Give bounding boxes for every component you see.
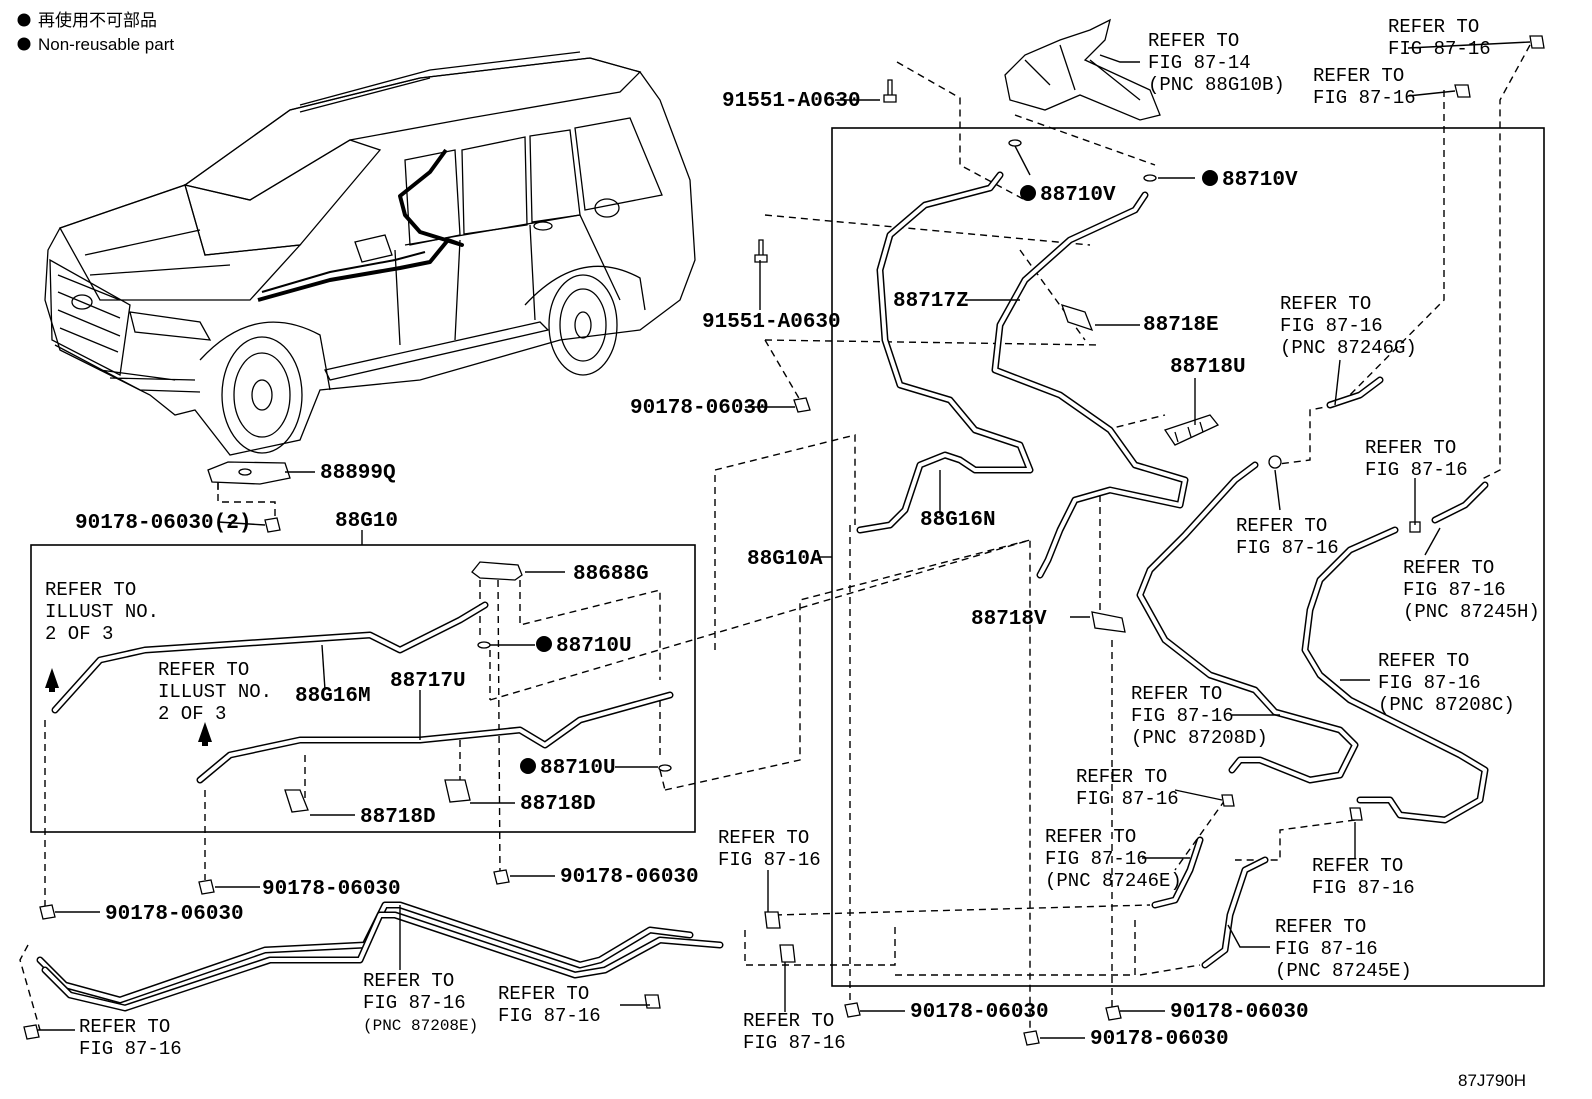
reference-label-line: FIG 87-14 — [1148, 52, 1251, 74]
reference-label-line: FIG 87-16 — [1275, 938, 1378, 960]
reference-label-line: (PNC 87246G) — [1280, 337, 1417, 359]
reference-label-line: REFER TO — [45, 579, 136, 601]
dashed-leaders — [19, 44, 1531, 1031]
reference-label-line: REFER TO — [1236, 515, 1327, 537]
part-number-label: 88710V — [1222, 169, 1298, 192]
part-number-label: 88899Q — [320, 462, 396, 485]
part-number-label: 88G10 — [335, 510, 398, 533]
reference-label-line: FIG 87-16 — [1403, 579, 1506, 601]
reference-label-line: FIG 87-16 — [1378, 672, 1481, 694]
reference-label-line: FIG 87-16 — [1045, 848, 1148, 870]
reference-label-line: FIG 87-16 — [79, 1038, 182, 1060]
non-reusable-bullet-icon — [520, 758, 536, 774]
legend: 再使用不可部品 Non-reusable part — [17, 10, 174, 54]
part-number-label: 90178-06030(2) — [75, 512, 251, 535]
non-reusable-bullet-icon — [1020, 185, 1036, 201]
reference-label-line: REFER TO — [79, 1016, 170, 1038]
part-number-label: 88G16M — [295, 685, 371, 708]
reference-label-line: (PNC 87245H) — [1403, 601, 1540, 623]
part-number-label: 90178-06030 — [262, 878, 401, 901]
components — [23, 18, 1545, 1046]
reference-label-line: FIG 87-16 — [1131, 705, 1234, 727]
reference-label-line: REFER TO — [1312, 855, 1403, 877]
part-number-label: 88G10A — [747, 548, 823, 571]
reference-label-line: (PNC 87246E) — [1045, 870, 1182, 892]
part-number-label: 88717U — [390, 670, 466, 693]
part-number-label: 90178-06030 — [1170, 1001, 1309, 1024]
88g10-assembly-box — [30, 544, 696, 833]
reference-label-line: FIG 87-16 — [363, 992, 466, 1014]
reference-label-line: REFER TO — [1275, 916, 1366, 938]
part-number-label: 91551-A0630 — [702, 311, 841, 334]
reference-label-line: REFER TO — [1131, 683, 1222, 705]
reference-label-line: REFER TO — [1313, 65, 1404, 87]
non-reusable-bullet-icon — [1202, 170, 1218, 186]
reference-label-line: FIG 87-16 — [1280, 315, 1383, 337]
reference-label-line: REFER TO — [718, 827, 809, 849]
reference-label-line: FIG 87-16 — [1076, 788, 1179, 810]
reference-label-line: (PNC 87208C) — [1378, 694, 1515, 716]
part-number-label: 90178-06030 — [630, 397, 769, 420]
reference-label-line: REFER TO — [1045, 826, 1136, 848]
legend-english: Non-reusable part — [38, 35, 174, 54]
part-number-label: 88G16N — [920, 509, 996, 532]
reference-label-line: FIG 87-16 — [1365, 459, 1468, 481]
figure-code: 87J790H — [1458, 1071, 1526, 1090]
reference-label-line: REFER TO — [1378, 650, 1469, 672]
pipes — [36, 171, 1489, 1012]
non-reusable-bullet-icon — [17, 37, 31, 51]
part-number-label: 88718D — [360, 806, 436, 829]
part-number-label: 90178-06030 — [560, 866, 699, 889]
reference-label-line: REFER TO — [743, 1010, 834, 1032]
reference-label-line: REFER TO — [498, 983, 589, 1005]
reference-label-line: 2 OF 3 — [45, 623, 113, 645]
reference-label-line: (PNC 87245E) — [1275, 960, 1412, 982]
part-number-label: 91551-A0630 — [722, 90, 861, 113]
legend-japanese: 再使用不可部品 — [38, 10, 157, 30]
reference-label-line: REFER TO — [363, 970, 454, 992]
part-number-label: 88688G — [573, 563, 649, 586]
reference-label-line: (PNC 88G10B) — [1148, 74, 1285, 96]
reference-label-line: REFER TO — [1365, 437, 1456, 459]
reference-label-line: (PNC 87208D) — [1131, 727, 1268, 749]
reference-label-line: FIG 87-16 — [1236, 537, 1339, 559]
reference-label-line: FIG 87-16 — [1312, 877, 1415, 899]
part-number-label: 90178-06030 — [910, 1001, 1049, 1024]
reference-label-line: FIG 87-16 — [1313, 87, 1416, 109]
reference-label-line: 2 OF 3 — [158, 703, 226, 725]
non-reusable-bullet-icon — [17, 13, 31, 27]
reference-label-line: FIG 87-16 — [498, 1005, 601, 1027]
reference-label-line: REFER TO — [1076, 766, 1167, 788]
non-reusable-bullet-icon — [536, 636, 552, 652]
reference-label-line: REFER TO — [1148, 30, 1239, 52]
reference-label-line: FIG 87-16 — [743, 1032, 846, 1054]
reference-label-line: FIG 87-16 — [1388, 38, 1491, 60]
reference-label-line: REFER TO — [1388, 16, 1479, 38]
part-number-label: 88710U — [556, 635, 632, 658]
part-number-label: 90178-06030 — [1090, 1028, 1229, 1051]
reference-label-line: FIG 87-16 — [718, 849, 821, 871]
part-number-label: 88710U — [540, 757, 616, 780]
vehicle-illustration — [44, 51, 696, 456]
leader-lines — [37, 41, 1531, 1039]
part-number-label: 88717Z — [893, 290, 969, 313]
reference-label-line: REFER TO — [1403, 557, 1494, 579]
part-number-label: 88710V — [1040, 184, 1116, 207]
reference-label-line: REFER TO — [158, 659, 249, 681]
reference-label-line: REFER TO — [1280, 293, 1371, 315]
part-number-label: 88718D — [520, 793, 596, 816]
reference-label-line: ILLUST NO. — [158, 681, 272, 703]
part-number-label: 90178-06030 — [105, 903, 244, 926]
reference-label-line: ILLUST NO. — [45, 601, 159, 623]
part-number-label: 88718V — [971, 608, 1047, 631]
part-number-label: 88718U — [1170, 356, 1246, 379]
reference-label-line: (PNC 87208E) — [363, 1017, 478, 1035]
part-number-label: 88718E — [1143, 314, 1219, 337]
